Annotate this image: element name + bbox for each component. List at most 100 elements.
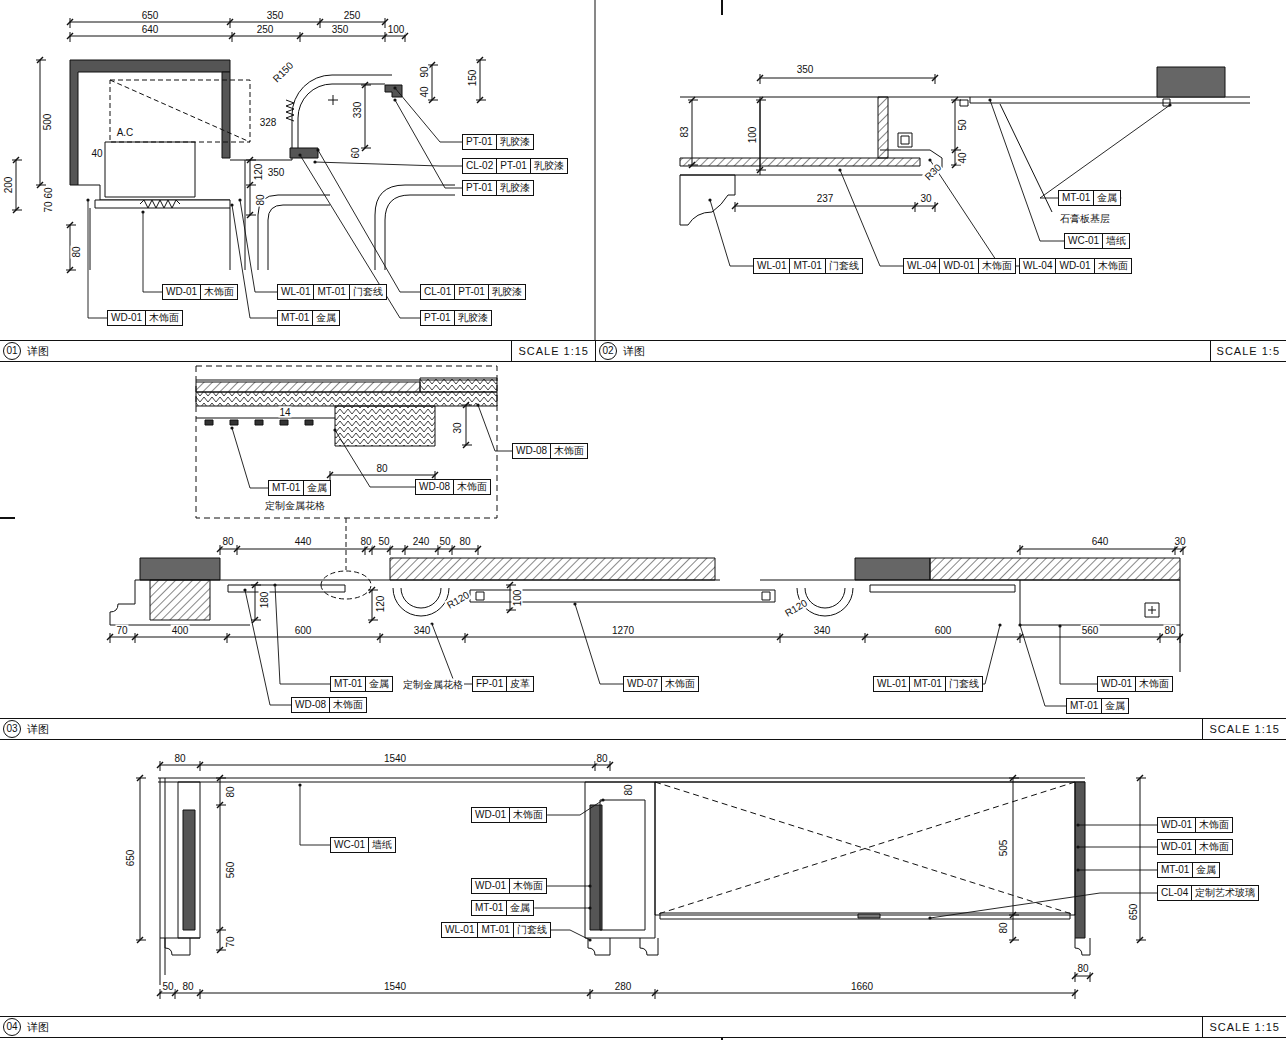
leader-dot	[573, 602, 576, 605]
leader-dot	[86, 198, 89, 201]
material-callout: WL-01MT-01门套线	[753, 258, 863, 274]
dimension-text: 640	[141, 24, 160, 35]
material-name: 门套线	[349, 285, 386, 299]
drawing-line	[135, 580, 1180, 581]
material-callout: WD-08木饰面	[415, 479, 491, 495]
material-code: MT-01	[477, 923, 512, 937]
leader-line	[551, 930, 590, 940]
scale-note: SCALE 1:15	[511, 341, 595, 361]
material-callout: WC-01墙纸	[330, 837, 396, 853]
extension-line	[227, 633, 228, 643]
leader-line	[432, 624, 472, 684]
material-code: WD-01	[163, 285, 200, 299]
leader-line	[335, 430, 415, 487]
leader-dot	[928, 158, 931, 161]
leader-line	[575, 604, 623, 684]
material-name: 木饰面	[1135, 677, 1172, 691]
material-code: WD-01	[108, 311, 145, 325]
leader-dot	[588, 906, 591, 909]
drawing-line	[158, 778, 1085, 782]
material-code: FP-01	[473, 677, 506, 691]
leader-line	[1040, 105, 1170, 198]
drawing-line	[105, 142, 195, 197]
leader-dot	[838, 168, 841, 171]
drawing-line	[393, 588, 449, 616]
material-code: MT-01	[1158, 863, 1192, 877]
dimension-text: 237	[816, 193, 835, 204]
dimension-line	[1020, 549, 1183, 550]
material-name: 金属	[1192, 863, 1219, 877]
drawing-line	[196, 392, 497, 406]
extension-line	[756, 100, 766, 101]
title-band: 03详图SCALE 1:15	[0, 718, 1286, 740]
drawing-line	[855, 558, 930, 580]
drawing-line	[600, 800, 645, 930]
dimension-text: 50	[161, 981, 174, 992]
material-name: 木饰面	[661, 677, 698, 691]
drawing-line	[375, 185, 455, 270]
drawing-line	[196, 366, 497, 518]
extension-line	[452, 545, 453, 555]
extension-line	[1020, 545, 1021, 555]
dimension-text: 340	[413, 625, 432, 636]
extension-line	[865, 633, 866, 643]
dimension-text: 328	[259, 117, 278, 128]
drawing-line	[328, 95, 338, 105]
title-band: 02详图SCALE 1:5	[595, 340, 1286, 362]
material-callout: PT-01乳胶漆	[462, 180, 534, 196]
material-code: WD-01	[1158, 818, 1195, 832]
leader-line	[232, 205, 277, 318]
material-code: MT-01	[313, 285, 348, 299]
dimension-text: 80	[458, 536, 471, 547]
extension-line	[216, 930, 226, 931]
drawing-line	[222, 72, 230, 158]
dimension-text: 1540	[383, 981, 407, 992]
material-code: WL-04	[1020, 259, 1055, 273]
material-code: WD-01	[939, 259, 977, 273]
extension-line	[462, 445, 472, 446]
material-name: 乳胶漆	[488, 285, 525, 299]
extension-line	[110, 633, 111, 643]
dimension-text: 40	[419, 85, 430, 98]
dimension-line	[255, 585, 256, 620]
dimension-text: 440	[294, 536, 313, 547]
material-callout: PT-01乳胶漆	[420, 310, 492, 326]
extension-line	[476, 60, 486, 61]
material-callout: WD-01木饰面	[471, 878, 547, 894]
dimension-line	[40, 60, 41, 185]
view-number: 01	[3, 342, 21, 360]
material-name: 木饰面	[200, 285, 237, 299]
extension-line	[372, 545, 373, 555]
view-title: 详图	[27, 1020, 49, 1035]
dimension-text: 120	[253, 163, 264, 182]
title-band: 04详图SCALE 1:15	[0, 1016, 1286, 1038]
extension-line	[380, 633, 381, 643]
leader-dot	[243, 588, 246, 591]
dimension-text: 150	[467, 69, 478, 88]
drawing-line	[90, 160, 245, 270]
leader-line	[245, 590, 291, 705]
leader-line	[300, 785, 330, 845]
dimension-text: 60	[350, 146, 361, 159]
dimension-line	[140, 778, 141, 940]
title-band: 01详图SCALE 1:15	[0, 340, 595, 362]
dimension-text: 1270	[611, 625, 635, 636]
extension-line	[216, 950, 226, 951]
extension-line	[610, 761, 611, 771]
material-name: 墙纸	[368, 838, 395, 852]
drawing-line	[165, 938, 190, 955]
leader-line	[143, 212, 162, 292]
dimension-text: 70	[225, 935, 236, 948]
dimension-text: 50	[377, 536, 390, 547]
material-name: 皮革	[506, 677, 533, 691]
dimension-text: 50	[438, 536, 451, 547]
dimension-text: 650	[141, 10, 160, 21]
material-callout: WC-01墙纸	[1064, 233, 1130, 249]
material-code: WD-08	[292, 698, 329, 712]
drawing-line	[390, 558, 715, 580]
extension-line	[780, 633, 781, 643]
extension-line	[12, 160, 22, 161]
extension-line	[1136, 778, 1146, 779]
leader-dot	[313, 160, 316, 163]
